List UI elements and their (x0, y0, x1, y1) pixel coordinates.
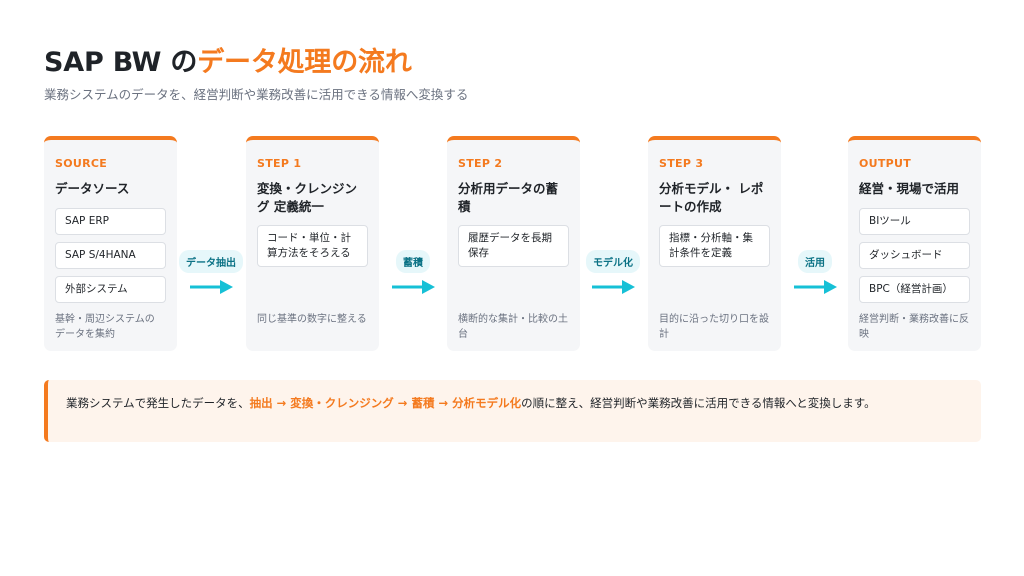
summary-note: 業務システムで発生したデータを、抽出 → 変換・クレンジング → 蓄積 → 分析… (44, 380, 981, 442)
arrow-right-icon (392, 280, 435, 294)
card-eyebrow: STEP 1 (257, 157, 302, 170)
card-title: データソース (55, 181, 130, 196)
output-item-dashboard: ダッシュボード (859, 241, 970, 269)
note-highlight: 抽出 → 変換・クレンジング → 蓄積 → 分析モデル化 (249, 396, 522, 410)
card-description: 同じ基準の数字に整える (257, 314, 367, 325)
connector-label: モデル化 (586, 250, 640, 273)
card-title: 分析モデル・ レポートの作成 (659, 181, 764, 214)
output-item-bpc: BPC（経営計画） (859, 275, 970, 303)
connector-use: 活用 (782, 250, 848, 300)
card-description: 基幹・周辺システムの データを集約 (55, 314, 155, 340)
card-description: 横断的な集計・比較の土台 (458, 314, 568, 340)
card-title: 変換・クレンジング 定義統一 (257, 181, 358, 214)
card-step-3: STEP 3 分析モデル・ レポートの作成 指標・分析軸・集計条件を定義 目的に… (648, 136, 781, 351)
connector-extract: データ抽出 (178, 250, 244, 300)
arrow-right-icon (794, 280, 837, 294)
card-eyebrow: SOURCE (55, 157, 108, 170)
source-item-sap-s4hana: SAP S/4HANA (55, 241, 166, 269)
connector-model: モデル化 (580, 250, 646, 300)
step3-item-metrics: 指標・分析軸・集計条件を定義 (659, 225, 770, 267)
card-eyebrow: OUTPUT (859, 157, 912, 170)
card-step-1: STEP 1 変換・クレンジング 定義統一 コード・単位・計算方法をそろえる 同… (246, 136, 379, 351)
step2-item-history: 履歴データを長期保存 (458, 225, 569, 267)
card-step-2: STEP 2 分析用データの蓄積 履歴データを長期保存 横断的な集計・比較の土台 (447, 136, 580, 351)
card-description: 目的に沿った切り口を設計 (659, 314, 769, 340)
note-text-pre: 業務システムで発生したデータを、 (66, 396, 250, 410)
card-output: OUTPUT 経営・現場で活用 BIツール ダッシュボード BPC（経営計画） … (848, 136, 981, 351)
output-item-bi-tool: BIツール (859, 207, 970, 235)
card-title: 分析用データの蓄積 (458, 181, 559, 214)
connector-label: データ抽出 (179, 250, 243, 273)
step1-item-align: コード・単位・計算方法をそろえる (257, 225, 368, 267)
title-accent: データ処理の流れ (197, 47, 412, 78)
title-main: SAP BW の (44, 47, 198, 78)
note-text-post: の順に整え、経営判断や業務改善に活用できる情報へと変換します。 (521, 396, 876, 410)
page-subtitle: 業務システムのデータを、経営判断や業務改善に活用できる情報へ変換する (44, 87, 469, 102)
connector-label: 活用 (798, 250, 832, 273)
source-item-sap-erp: SAP ERP (55, 207, 166, 235)
connector-store: 蓄積 (380, 250, 446, 300)
arrow-right-icon (592, 280, 635, 294)
connector-label: 蓄積 (396, 250, 430, 273)
source-item-external: 外部システム (55, 275, 166, 303)
card-eyebrow: STEP 3 (659, 157, 704, 170)
card-title: 経営・現場で活用 (859, 181, 960, 196)
card-source: SOURCE データソース SAP ERP SAP S/4HANA 外部システム… (44, 136, 177, 351)
card-description: 経営判断・業務改善に反映 (859, 314, 969, 340)
arrow-right-icon (190, 280, 233, 294)
card-eyebrow: STEP 2 (458, 157, 503, 170)
page-title: SAP BW のデータ処理の流れ (44, 40, 412, 79)
